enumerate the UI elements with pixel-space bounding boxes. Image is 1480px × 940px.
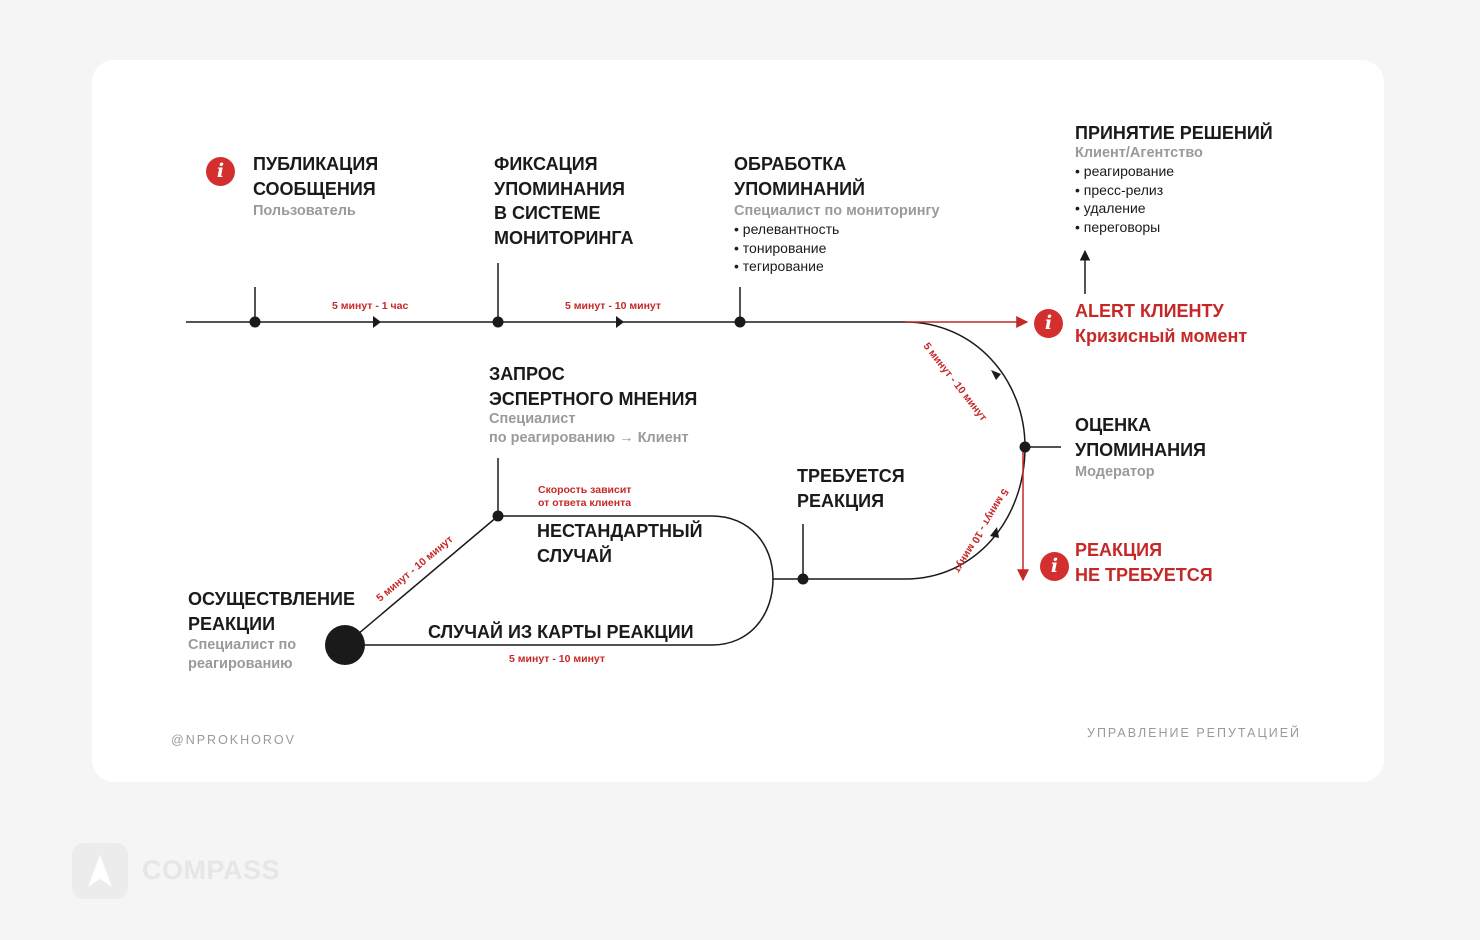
- expert-request-title: ЗАПРОС ЭСПЕРТНОГО МНЕНИЯ: [489, 364, 698, 409]
- node-assessment: [1019, 441, 1031, 453]
- node-execution: [325, 625, 365, 665]
- brand-name: COMPASS: [142, 855, 281, 885]
- flow-arrow-3: [991, 370, 1001, 380]
- curve-to-assessment: [904, 321, 1026, 448]
- execution-title: ОСУЩЕСТВЛЕНИЕ РЕАКЦИИ: [188, 589, 355, 634]
- timing-to-execution: 5 минут - 10 минут: [374, 533, 455, 604]
- flow-arrow-1: [373, 316, 381, 328]
- footer-author: @NPROKHOROV: [171, 733, 296, 747]
- node-publication: [249, 316, 261, 328]
- timing-proc-to-assess: 5 минут - 10 минут: [921, 340, 990, 423]
- flow-arrow-4: [990, 527, 999, 538]
- node-fixation: [492, 316, 504, 328]
- diag-to-execution: [344, 515, 499, 646]
- timing-map-case: 5 минут - 10 минут: [509, 653, 606, 665]
- info-icon[interactable]: i: [1034, 309, 1063, 338]
- compass-logo-icon: [72, 843, 128, 899]
- reaction-map-title: СЛУЧАЙ ИЗ КАРТЫ РЕАКЦИИ: [428, 622, 694, 642]
- node-processing: [734, 316, 746, 328]
- decisions-role: Клиент/Агентство: [1075, 145, 1203, 161]
- decisions-items: реагирование пресс-релиз удаление перего…: [1075, 162, 1174, 236]
- list-item: удаление: [1075, 199, 1174, 218]
- node-required: [797, 573, 809, 585]
- loop-bottom: [345, 578, 774, 646]
- decisions-title: ПРИНЯТИЕ РЕШЕНИЙ: [1075, 123, 1273, 143]
- no-reaction-title: РЕАКЦИЯ НЕ ТРЕБУЕТСЯ: [1075, 540, 1213, 585]
- flow-arrow-2: [616, 316, 624, 328]
- footer-topic: УПРАВЛЕНИЕ РЕПУТАЦИЕЙ: [1087, 726, 1302, 740]
- timing-assess-to-required: 5 минут - 10 минут: [951, 486, 1011, 575]
- alert-subtitle: Кризисный момент: [1075, 326, 1248, 346]
- loop-path: [498, 515, 803, 580]
- processing-role: Специалист по мониторингу: [734, 203, 940, 219]
- timing-fix-to-proc: 5 минут - 10 минут: [565, 300, 662, 312]
- timing-pub-to-fix: 5 минут - 1 час: [332, 300, 409, 312]
- alert-title: ALERT КЛИЕНТУ: [1075, 301, 1224, 321]
- list-item: тонирование: [734, 239, 839, 258]
- list-item: релевантность: [734, 220, 840, 239]
- publication-role: Пользователь: [253, 203, 356, 219]
- list-item: тегирование: [734, 257, 839, 276]
- node-expert: [492, 510, 504, 522]
- processing-items: релевантность тонирование тегирование: [734, 220, 840, 276]
- nonstandard-title: НЕСТАНДАРТНЫЙ СЛУЧАЙ: [537, 521, 703, 566]
- assessment-title: ОЦЕНКА УПОМИНАНИЯ: [1075, 415, 1206, 460]
- processing-title: ОБРАБОТКА УПОМИНАНИЙ: [734, 154, 865, 199]
- list-item: реагирование: [1075, 162, 1174, 181]
- compass-arrow-icon: [88, 855, 112, 887]
- publication-title: ПУБЛИКАЦИЯ СООБЩЕНИЯ: [253, 154, 379, 199]
- info-icon[interactable]: i: [1040, 552, 1069, 581]
- reaction-required-title: ТРЕБУЕТСЯ РЕАКЦИЯ: [797, 466, 905, 511]
- expert-request-role: Специалист по реагированию → Клиент: [489, 411, 689, 446]
- info-icon[interactable]: i: [206, 157, 235, 186]
- timing-nonstandard-speed: Скорость зависит от ответа клиента: [538, 484, 632, 509]
- list-item: переговоры: [1075, 218, 1174, 237]
- assessment-role: Модератор: [1075, 464, 1155, 480]
- list-item: пресс-релиз: [1075, 181, 1174, 200]
- fixation-title: ФИКСАЦИЯ УПОМИНАНИЯ В СИСТЕМЕ МОНИТОРИНГ…: [494, 154, 634, 248]
- execution-role: Специалист по реагированию: [188, 637, 297, 672]
